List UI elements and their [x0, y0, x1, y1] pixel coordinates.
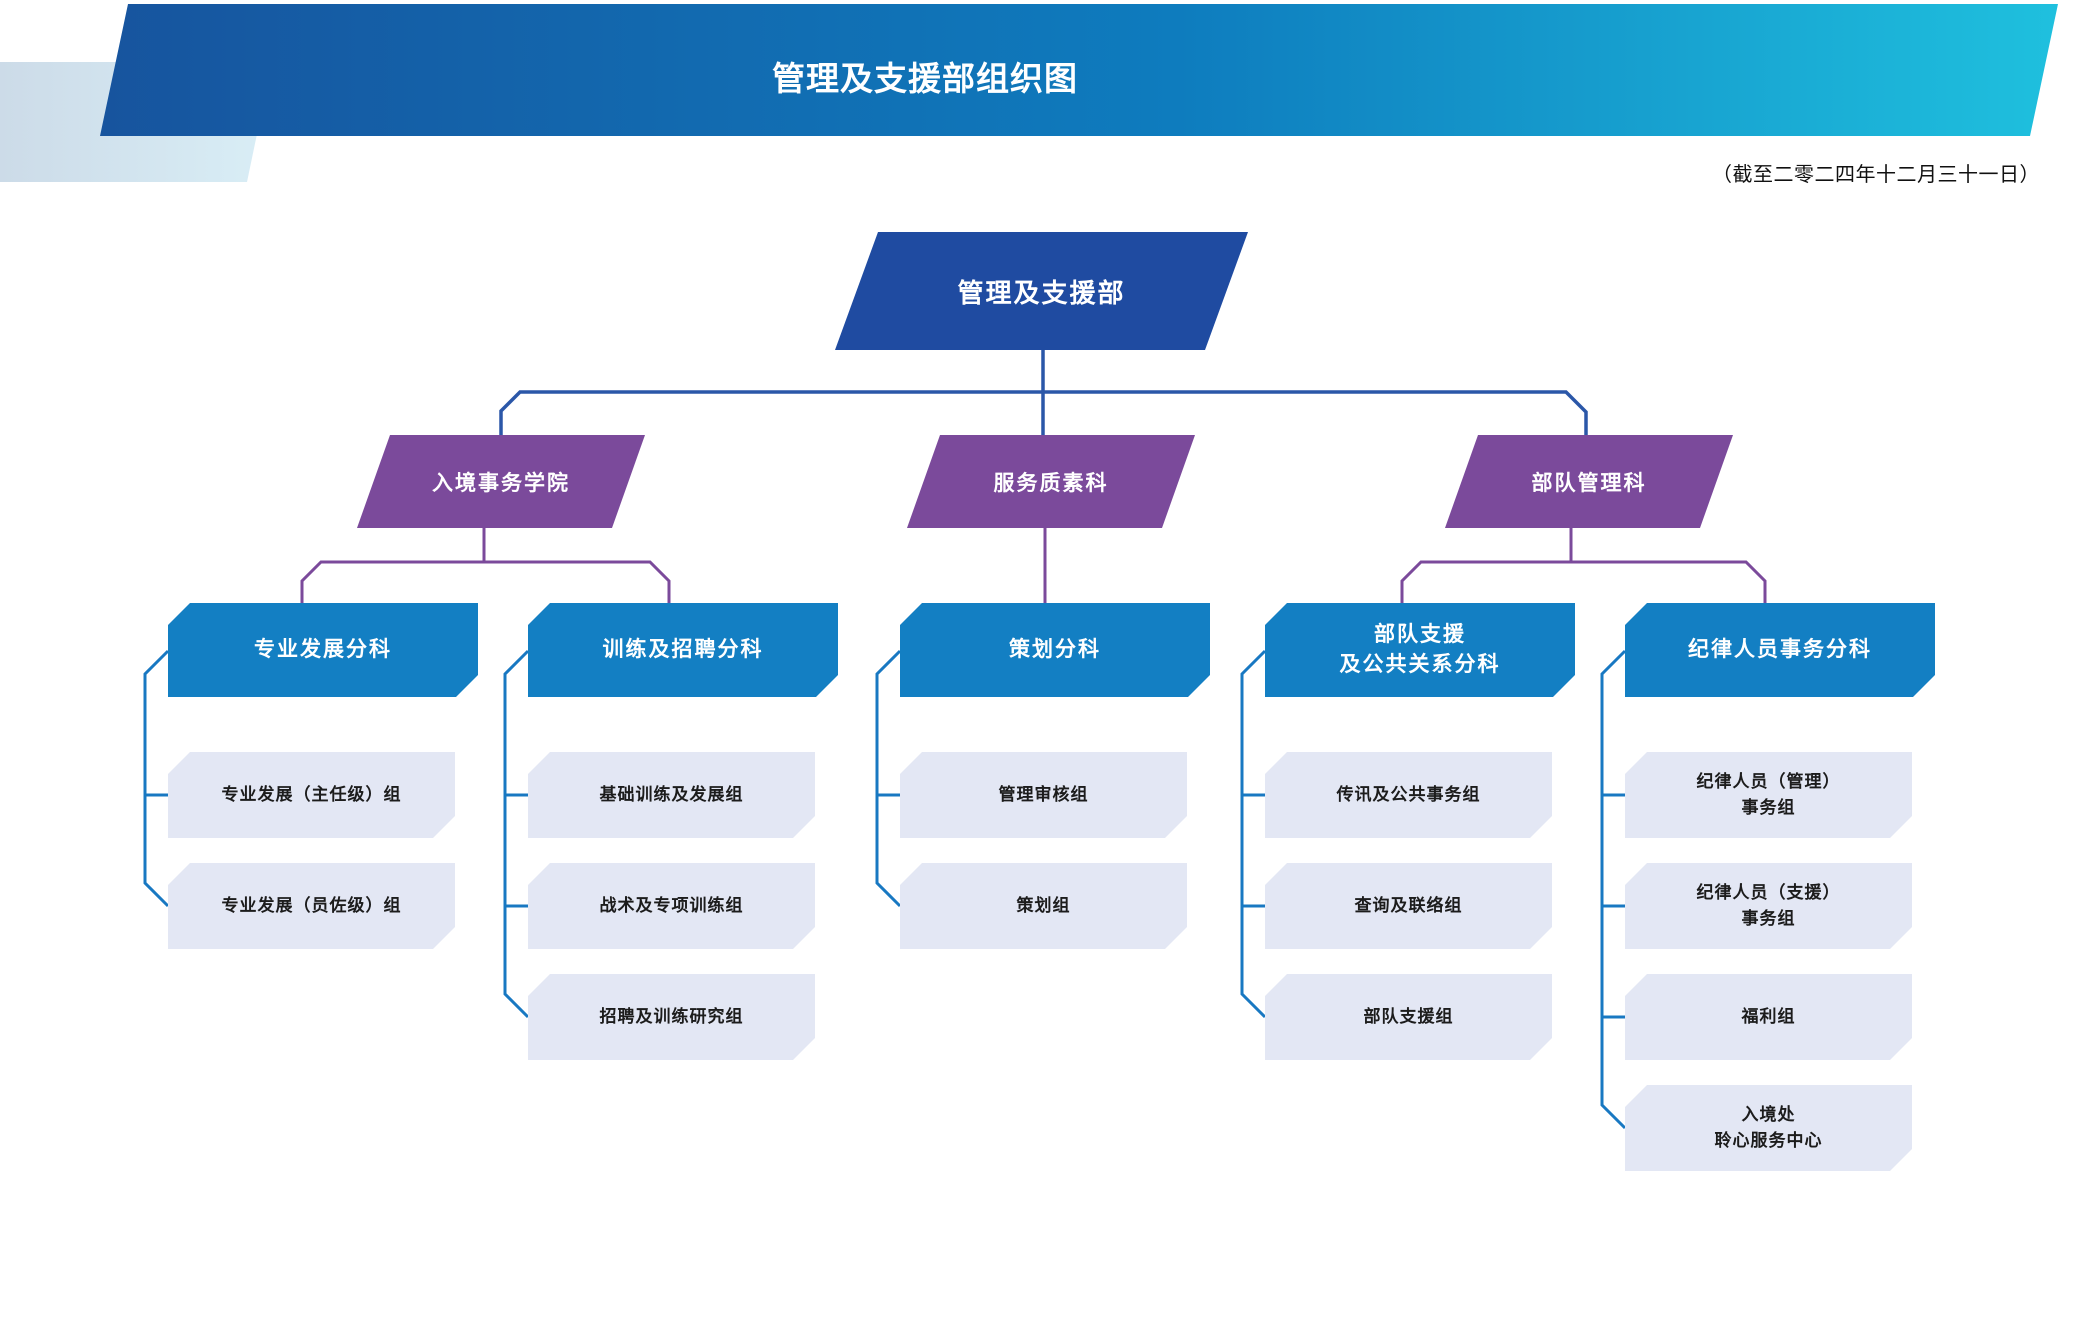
org-box-unit-prof-dev-rank-and-file: 专业发展（员佐级）组 [168, 863, 455, 949]
org-box-planning-division: 策划分科 [900, 603, 1210, 697]
connector-sections-to-units [143, 649, 1627, 1130]
org-box-unit-tactical-specialised-training: 战术及专项训练组 [528, 863, 815, 949]
connector-divisions-to-sections [300, 528, 1767, 604]
org-box-unit-welfare: 福利组 [1625, 974, 1912, 1060]
org-box-force-support-public-relations-division: 部队支援 及公共关系分科 [1265, 603, 1575, 697]
org-box-disciplined-staff-affairs-division: 纪律人员事务分科 [1625, 603, 1935, 697]
org-box-service-quality-section: 服务质素科 [907, 435, 1195, 528]
org-box-immigration-service-institute: 入境事务学院 [357, 435, 645, 528]
org-box-training-recruitment-division: 训练及招聘分科 [528, 603, 838, 697]
org-box-unit-disciplined-support-affairs: 纪律人员（支援） 事务组 [1625, 863, 1912, 949]
org-box-professional-development-division: 专业发展分科 [168, 603, 478, 697]
org-box-unit-prof-dev-officer: 专业发展（主任级）组 [168, 752, 455, 838]
date-note: （截至二零二四年十二月三十一日） [1712, 164, 2040, 186]
org-box-unit-recruitment-training-research: 招聘及训练研究组 [528, 974, 815, 1060]
org-box-unit-enquiry-liaison: 查询及联络组 [1265, 863, 1552, 949]
org-box-unit-management-audit: 管理审核组 [900, 752, 1187, 838]
org-box-unit-disciplined-management-affairs: 纪律人员（管理） 事务组 [1625, 752, 1912, 838]
org-box-unit-care-service-centre: 入境处 聆心服务中心 [1625, 1085, 1912, 1171]
org-box-unit-communications-public-affairs: 传讯及公共事务组 [1265, 752, 1552, 838]
org-box-unit-basic-training-development: 基础训练及发展组 [528, 752, 815, 838]
page-title: 管理及支援部组织图 [772, 60, 1078, 97]
org-box-unit-planning: 策划组 [900, 863, 1187, 949]
connector-root-to-divisions [499, 350, 1588, 437]
org-box-management-support-branch: 管理及支援部 [835, 232, 1248, 350]
org-box-force-management-section: 部队管理科 [1445, 435, 1733, 528]
org-box-unit-force-support: 部队支援组 [1265, 974, 1552, 1060]
header-banner [100, 4, 2058, 136]
